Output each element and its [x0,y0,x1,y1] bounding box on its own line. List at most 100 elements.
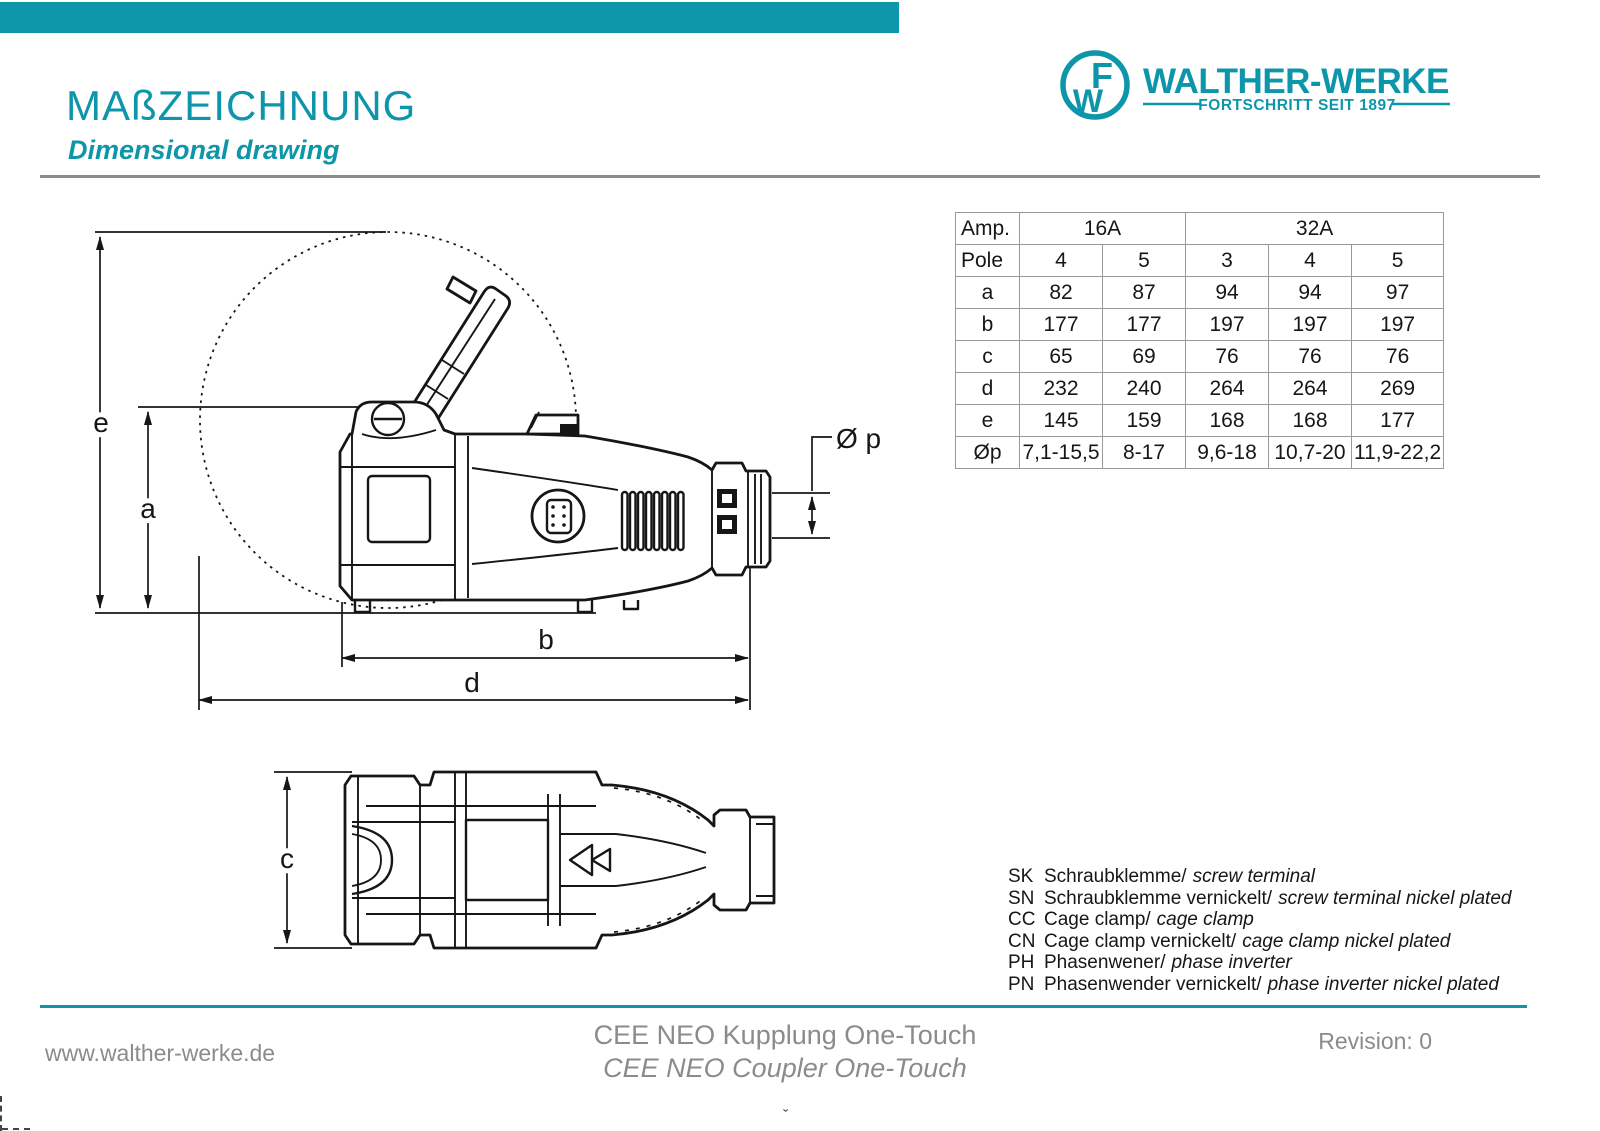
dim-label-diameter: Ø p [836,423,881,454]
cell: 177 [1102,308,1186,341]
pole-value: 3 [1185,244,1269,277]
legend-en: cage clamp [1156,909,1254,931]
dimension-table: Amp. 16A 32A Pole 4 5 3 4 5 a 82 87 94 [955,212,1445,469]
cell: 11,9-22,2 [1350,436,1445,469]
page-subtitle: Dimensional drawing [68,135,340,165]
cable-gland [711,470,762,568]
cell: 65 [1019,340,1103,373]
cell: 8-17 [1102,436,1186,469]
row-label: a [955,276,1020,309]
cell: 87 [1102,276,1186,309]
grip-ribs [620,490,685,552]
cell: 69 [1102,340,1186,373]
row-label: e [955,404,1020,437]
logo-monogram-f: F [1091,55,1113,96]
page-title: MAßZEICHNUNG [66,82,417,129]
pole-value: 4 [1019,244,1103,277]
legend-en: phase inverter nickel plated [1267,973,1499,995]
logo-tagline: FORTSCHRITT SEIT 1897 [1198,97,1395,114]
table-row: Pole 4 5 3 4 5 [955,244,1445,277]
row-label: Øp [955,436,1020,469]
cell: 240 [1102,372,1186,405]
website-link[interactable]: www.walther-werke.de [45,1040,276,1066]
legend-item: SN Schraubklemme vernickelt/screw termina… [1008,888,1511,910]
crop-mark [0,1096,2,1131]
print-mark: ˇ [783,1108,789,1125]
top-view [274,770,776,950]
dim-label-b: b [538,624,554,655]
amp-group-32a: 32A [1184,212,1445,245]
body-details [340,401,762,614]
hinge-screw-icon [370,401,406,437]
cell: 197 [1268,308,1352,341]
legend-item: CN Cage clamp vernickelt/cage clamp nicke… [1008,931,1511,953]
cell: 97 [1350,276,1445,309]
table-row: e 145 159 168 168 177 [955,404,1445,437]
dim-label-c: c [280,843,294,874]
table-row: b 177 177 197 197 197 [955,308,1445,341]
cell: 76 [1185,340,1269,373]
pole-value: 5 [1102,244,1186,277]
crop-mark [2,1128,30,1130]
legend-de: Phasenwender vernickelt/ [1044,973,1262,995]
product-title-en: CEE NEO Coupler One-Touch [603,1053,967,1083]
cell: 94 [1268,276,1352,309]
row-label: d [955,372,1020,405]
top-accent-bar [0,2,899,33]
cell: 76 [1268,340,1352,373]
legend-de: Cage clamp vernickelt/ [1044,930,1237,952]
product-title-de: CEE NEO Kupplung One-Touch [593,1020,977,1050]
chevron-mark [590,847,612,873]
revision-label: Revision: 0 [1318,1028,1432,1054]
table-row: c 65 69 76 76 76 [955,340,1445,373]
legend-de: Schraubklemme vernickelt/ [1044,887,1273,909]
dim-label-e: e [93,407,109,438]
side-view [95,231,832,710]
front-panel-window [366,474,432,544]
table-row: a 82 87 94 94 97 [955,276,1445,309]
walther-werke-logo: F W WALTHER-WERKE FORTSCHRITT SEIT 1897 [1060,50,1450,120]
legend-en: screw terminal nickel plated [1278,887,1512,909]
table-row: Øp 7,1-15,5 8-17 9,6-18 10,7-20 11,9-22,… [955,436,1445,469]
cell: 264 [1268,372,1352,405]
cell: 168 [1185,404,1269,437]
cell: 10,7-20 [1268,436,1352,469]
cell: 94 [1185,276,1269,309]
legend-de: Schraubklemme/ [1044,866,1187,887]
cell: 76 [1350,340,1445,373]
pole-value: 4 [1268,244,1352,277]
cable-diameter-dim [772,436,832,539]
col-header: Pole [955,244,1020,277]
legend-de: Phasenwener/ [1044,952,1166,974]
row-label: b [955,308,1020,341]
cell: 145 [1019,404,1103,437]
row-label: c [955,340,1020,373]
logo-ring-icon [1060,50,1130,120]
cell: 9,6-18 [1185,436,1269,469]
cell: 269 [1350,372,1445,405]
cell: 177 [1019,308,1103,341]
legend-item: PN Phasenwender vernickelt/phase inverter… [1008,974,1511,996]
legend-code: SK [1008,866,1034,887]
legend-code: PN [1008,973,1035,995]
cell: 264 [1185,372,1269,405]
legend-de: Cage clamp/ [1044,909,1151,931]
cell: 197 [1185,308,1269,341]
legend-en: cage clamp nickel plated [1242,930,1451,952]
cell: 232 [1019,372,1103,405]
col-header: Amp. [955,212,1020,245]
cell: 197 [1350,308,1445,341]
cell: 7,1-15,5 [1019,436,1103,469]
dim-label-d: d [464,667,480,698]
dim-label-a: a [140,493,156,524]
table-row: d 232 240 264 264 269 [955,372,1445,405]
logo-monogram-w: W [1073,83,1104,119]
legend-code: CN [1008,930,1036,952]
legend-code: SN [1008,887,1035,909]
